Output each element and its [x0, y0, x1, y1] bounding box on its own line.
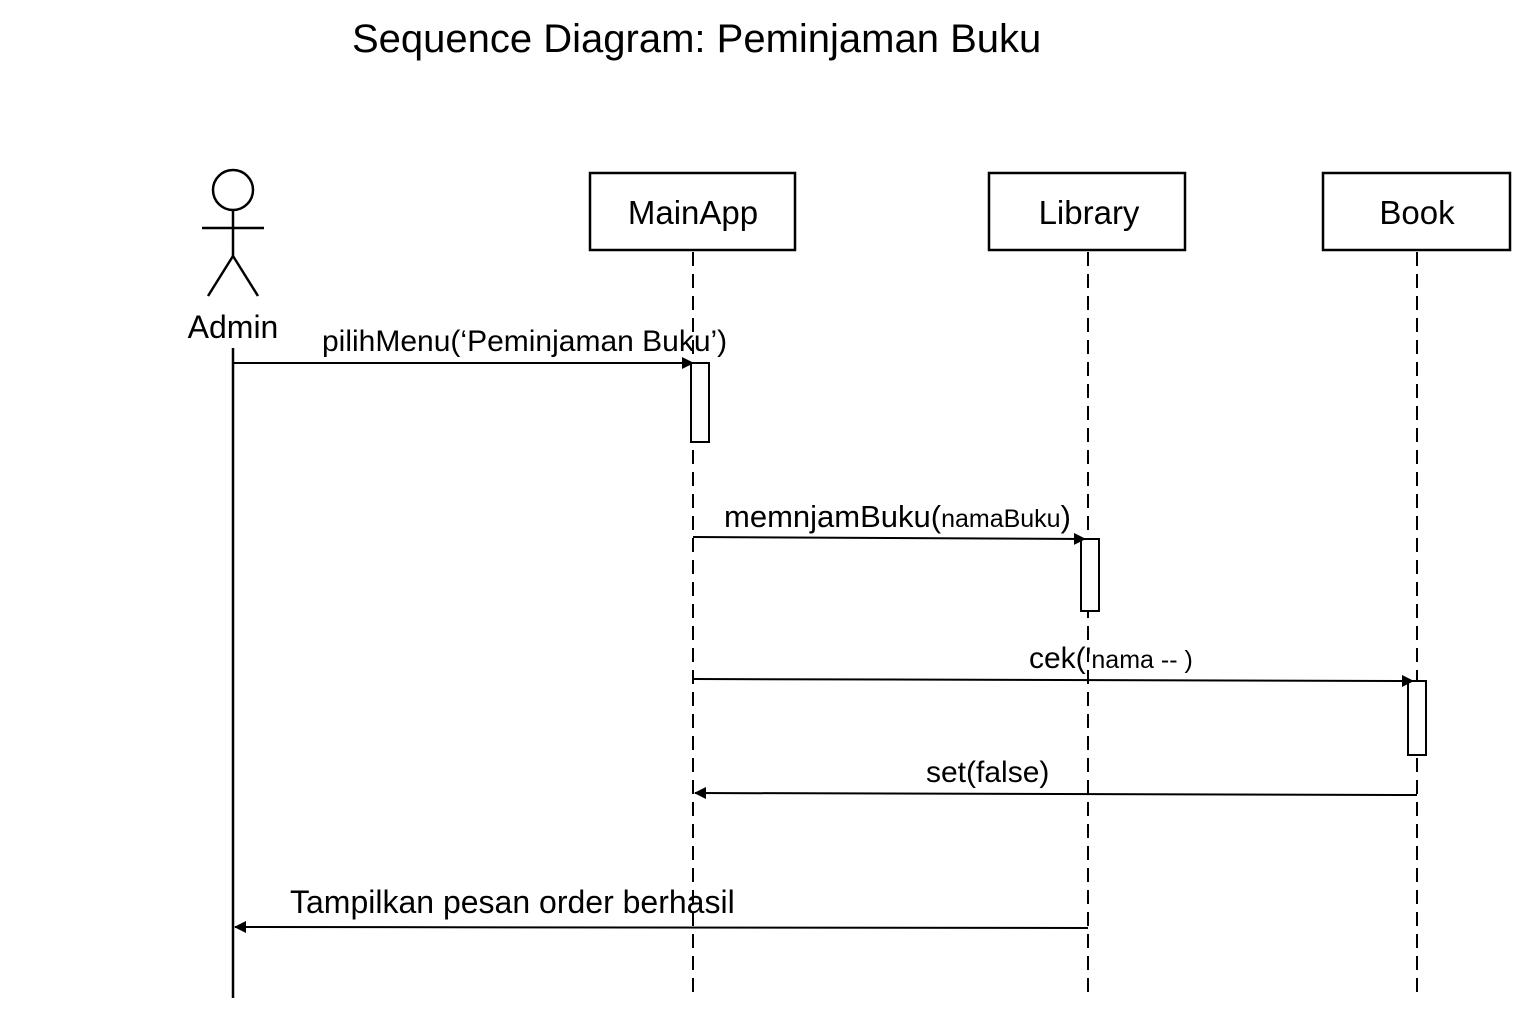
message-label-tampilkan: Tampilkan pesan order berhasil — [290, 884, 735, 920]
message-label-memnjambuku-param: namaBuku — [941, 505, 1061, 533]
activation-bar-mainapp — [690, 362, 710, 443]
activation-bar-book — [1407, 680, 1427, 756]
message-label-pilihmenu: pilihMenu(‘Peminjaman Buku’) — [322, 325, 727, 358]
message-arrow-set-false — [694, 787, 1418, 800]
actor-head-icon — [211, 168, 255, 212]
message-arrow-memnjambuku — [692, 532, 1086, 545]
actor-left-leg — [206, 255, 235, 297]
participant-label-book: Book — [1379, 194, 1455, 231]
message-label-cek: cek('nama -- ) — [1029, 642, 1193, 675]
message-label-memnjambuku-end: ) — [1061, 499, 1071, 534]
participant-label-mainapp: MainApp — [628, 194, 758, 231]
message-label-memnjambuku: memnjamBuku(namaBuku) — [724, 499, 1071, 534]
message-label-memnjambuku-main: memnjamBuku( — [724, 499, 942, 534]
participant-box-library — [987, 171, 1187, 252]
actor-label: Admin — [188, 309, 279, 345]
message-label-cek-param: nama -- ) — [1091, 646, 1192, 674]
diagram-title: Sequence Diagram: Peminjaman Buku — [352, 17, 1041, 61]
participant-label-library: Library — [1039, 194, 1140, 231]
participant-box-mainapp — [588, 171, 797, 252]
actor-admin — [202, 168, 264, 297]
activation-bar-library — [1080, 538, 1100, 612]
actor-right-leg — [231, 255, 260, 297]
message-label-cek-main: cek(' — [1029, 642, 1091, 675]
message-arrow-cek — [692, 674, 1414, 687]
participant-box-book — [1321, 171, 1512, 252]
message-arrow-tampilkan — [234, 921, 1089, 934]
message-label-set-false: set(false) — [926, 756, 1049, 789]
